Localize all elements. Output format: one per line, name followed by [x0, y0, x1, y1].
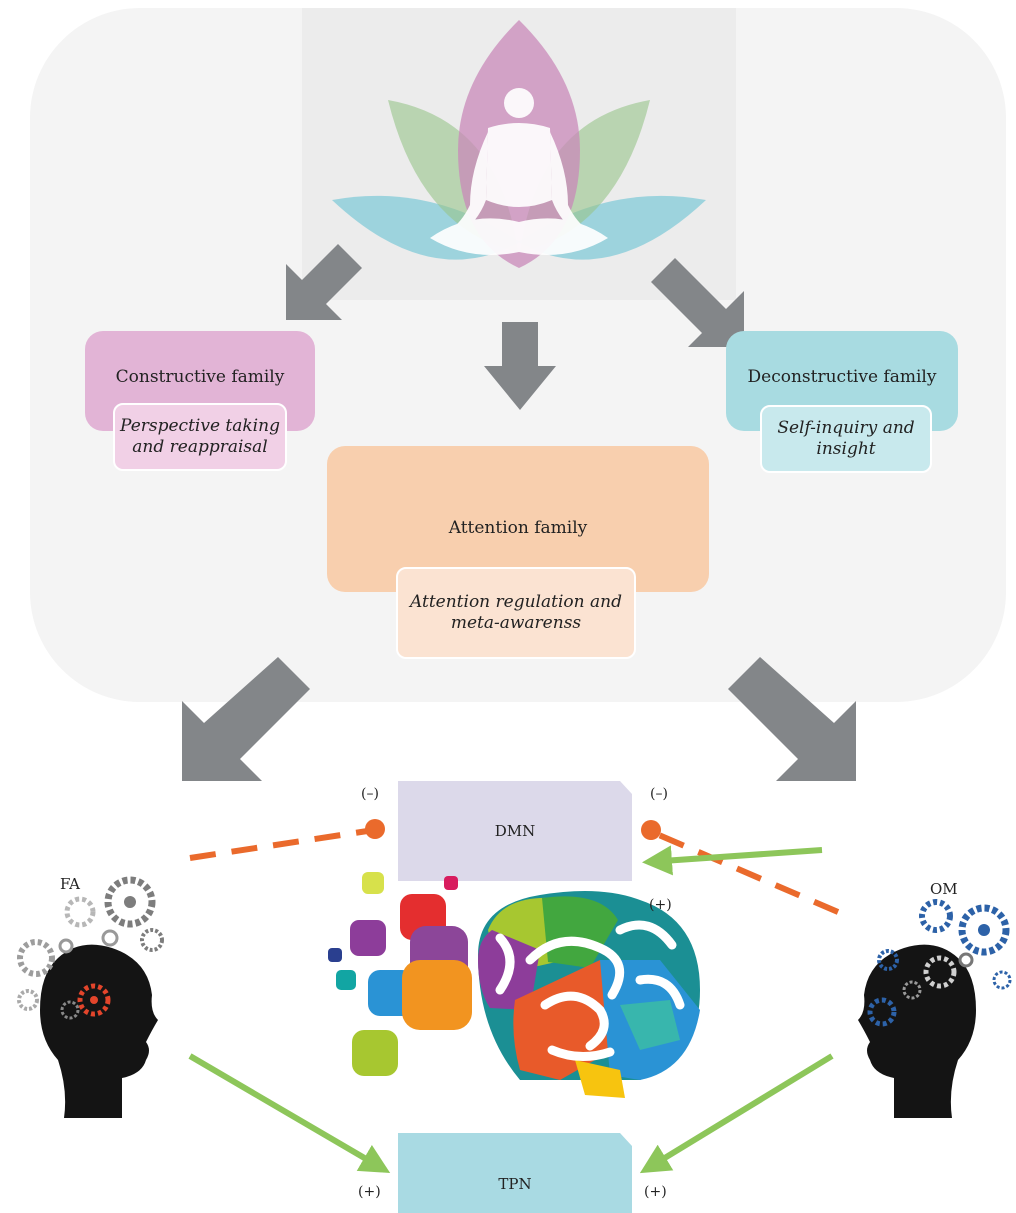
brain-illustration	[328, 872, 700, 1098]
arrow-to-constructive	[286, 244, 362, 320]
deconstructive-family-subtitle-box: Self-inquiry and insight	[760, 405, 932, 473]
arrows-to-practices	[182, 657, 856, 781]
excitatory-connections	[188, 845, 834, 1174]
constructive-family-subtitle-box: Perspective taking and reappraisal	[113, 403, 287, 471]
tpn-label: TPN	[498, 1175, 532, 1193]
lotus-meditation-icon	[332, 20, 706, 268]
fa-head-gears-icon	[17, 876, 164, 1118]
attention-family-subtitle-box: Attention regulation and meta-awarenss	[396, 567, 636, 659]
inhibitory-connections	[189, 819, 840, 915]
dmn-box	[398, 781, 632, 881]
arrows-to-families	[286, 244, 744, 410]
om-head-gears-icon	[858, 899, 1012, 1118]
arrow-to-deconstructive	[651, 258, 744, 347]
arrow-to-fa	[182, 657, 310, 781]
network-boxes	[398, 781, 632, 1213]
tpn-right-sign: (+)	[644, 1184, 667, 1200]
dmn-label: DMN	[494, 822, 536, 840]
constructive-family-subtitle: Perspective taking and reappraisal	[120, 415, 280, 457]
brain-plus-sign: (+)	[649, 897, 672, 913]
arrow-to-attention	[484, 322, 556, 410]
arrow-to-om	[728, 657, 856, 781]
attention-family-subtitle: Attention regulation and meta-awarenss	[410, 591, 622, 633]
deconstructive-family-subtitle: Self-inquiry and insight	[777, 417, 915, 459]
fa-label: FA	[60, 875, 80, 893]
attention-family-title: Attention family	[448, 518, 588, 538]
om-label: OM	[930, 880, 958, 898]
constructive-family-title: Constructive family	[115, 367, 285, 387]
dmn-left-sign: (–)	[361, 786, 379, 802]
attention-family-box: Attention family	[327, 446, 709, 592]
deconstructive-family-title: Deconstructive family	[747, 367, 937, 387]
dmn-right-sign: (–)	[650, 786, 668, 802]
tpn-left-sign: (+)	[358, 1184, 381, 1200]
tpn-box	[398, 1133, 632, 1213]
